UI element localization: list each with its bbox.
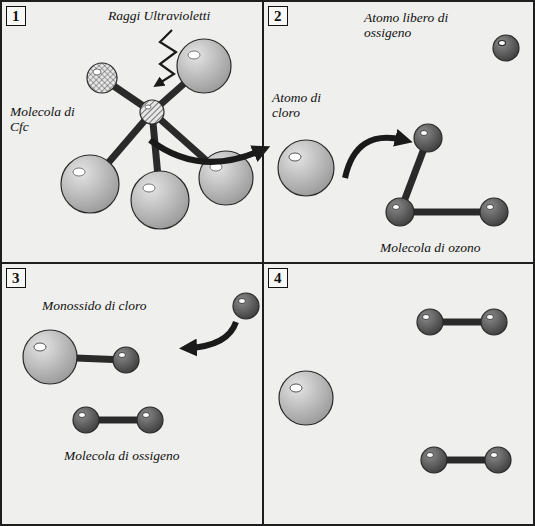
uv-ray: [158, 30, 176, 84]
cfc-molecule: [61, 39, 253, 229]
panel: 4: [262, 262, 535, 526]
panel: 2 Atomo libero di ossigenoAtomo di cloroM…: [262, 0, 535, 264]
panel-number: 2: [268, 6, 288, 26]
part-label: Atomo libero di ossigeno: [364, 10, 464, 40]
chlorine-atom: [278, 140, 334, 196]
chlorine-atom: [279, 371, 333, 425]
panel: 1 Raggi UltraviolettiMolecola di Cfc: [0, 0, 264, 264]
part-label: Atomo di cloro: [272, 90, 338, 120]
part-label: Molecola di ossigeno: [64, 448, 179, 463]
attack-arrow: [345, 138, 404, 178]
panel-number: 4: [268, 268, 288, 288]
part-label: Molecola di ozono: [380, 240, 481, 255]
bond-arrow: [188, 322, 236, 348]
part-label: Molecola di Cfc: [10, 104, 84, 134]
part-label: Monossido di cloro: [42, 298, 147, 313]
atom-highlight: [73, 51, 222, 192]
panel-number: 3: [6, 268, 26, 288]
part-label: Raggi Ultravioletti: [108, 8, 210, 23]
panel: 3Monossido di cloroMolecola di ossigeno: [0, 262, 264, 526]
oxygen-molecule: [73, 407, 163, 433]
oxygen-molecule: [421, 447, 511, 473]
release-arrow: [150, 140, 262, 162]
panel-number: 1: [6, 6, 26, 26]
ozone-molecule: [386, 124, 508, 226]
chlorine-monoxide: [23, 330, 139, 384]
oxygen-atom: [493, 35, 519, 61]
oxygen-molecule: [417, 309, 507, 335]
oxygen-atom: [233, 293, 259, 319]
